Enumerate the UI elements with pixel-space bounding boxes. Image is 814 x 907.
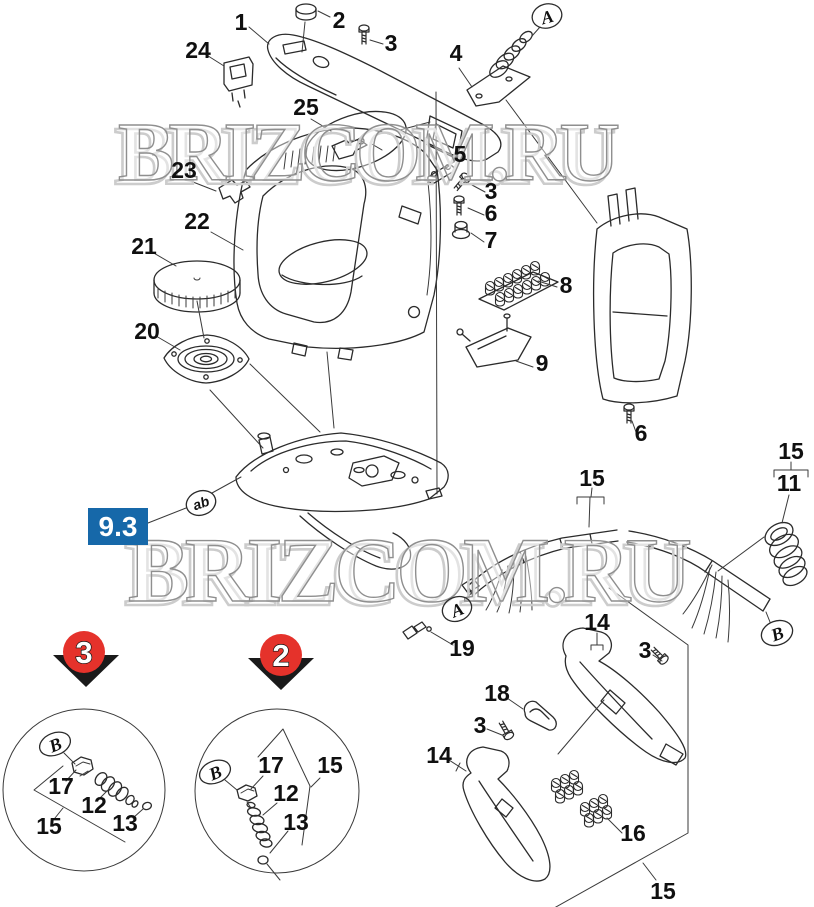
cable-cover-upper-drawing (557, 627, 687, 766)
screw-icon (648, 644, 671, 667)
svg-text:A: A (538, 6, 556, 29)
terminal-blocks-drawing (550, 769, 613, 828)
variant-marker-3: 3 (53, 631, 119, 687)
group-bracket-15 (554, 587, 689, 907)
section-badge-text: 9.3 (99, 511, 138, 542)
part-number-labels: 1 2 3 24 25 4 23 5 3 6 7 22 21 8 9 20 6 … (36, 7, 804, 904)
part-label: 17 (48, 773, 74, 799)
part-label: 1 (235, 9, 248, 35)
part-label: 17 (258, 752, 284, 778)
variant-tag-ab: ab (185, 489, 217, 517)
part-label: 13 (283, 809, 309, 835)
part-label: 2 (333, 7, 346, 33)
detail-circle-1 (2, 708, 166, 872)
part-label: 19 (449, 635, 475, 661)
part-label: 8 (560, 272, 573, 298)
part-label: 13 (112, 810, 138, 836)
mounting-bracket-drawing (456, 313, 532, 368)
part-label: 16 (620, 820, 646, 846)
section-badge: 9.3 (88, 508, 148, 545)
variant-marker-2: 2 (248, 634, 314, 690)
part-label: 12 (273, 780, 299, 806)
part-label: 9 (536, 350, 549, 376)
soleplate-drawing (147, 432, 449, 570)
line-art (2, 3, 809, 907)
svg-text:B: B (767, 622, 786, 645)
part-label: 3 (639, 637, 652, 663)
part-label: 12 (81, 792, 107, 818)
part-label: 3 (474, 712, 487, 738)
detail-circle-2 (194, 708, 360, 881)
cord-connector-drawing (402, 621, 432, 640)
part-label: 14 (426, 742, 452, 768)
screw-icon (496, 718, 516, 742)
part-label: 15 (778, 438, 804, 464)
screw-icon (623, 403, 635, 424)
part-label: 21 (131, 233, 157, 259)
fill-cap-drawing (295, 3, 317, 53)
leader-lines (151, 10, 771, 834)
cord-grip-drawing (466, 26, 541, 107)
part-label: 6 (635, 420, 648, 446)
rear-cover-drawing (592, 187, 692, 404)
link-drawing (427, 163, 455, 184)
part-label: 6 (485, 200, 498, 226)
alignment-lines (209, 91, 598, 495)
switch-drawing (223, 56, 254, 108)
spray-pump-circle-drawing (305, 110, 431, 172)
part-label: 15 (36, 813, 62, 839)
bushing-drawing (451, 220, 471, 240)
group-bracket-cord (576, 461, 809, 528)
part-label: 22 (184, 208, 210, 234)
part-label: 5 (454, 141, 467, 167)
watermark-text-shadow: BRIZCOM.RU (124, 523, 688, 625)
marker-number: 2 (272, 638, 289, 673)
watermark-text-shadow: BRIZCOM.RU (114, 110, 616, 203)
part-label: 3 (485, 178, 498, 204)
gasket-drawing (523, 700, 557, 731)
part-label: 11 (777, 470, 802, 496)
marker-number: 3 (75, 635, 92, 670)
part-label: 24 (185, 37, 211, 63)
callout-b-cord-end: B (760, 619, 794, 647)
part-label: 15 (579, 465, 605, 491)
screw-icon (358, 24, 370, 45)
part-label: 15 (317, 752, 343, 778)
part-label: 4 (450, 40, 463, 66)
handle-cover-drawing (266, 33, 502, 162)
cable-cover-lower-drawing (448, 746, 551, 882)
watermark-text: BRIZCOM.RU (118, 106, 620, 199)
part-label: 15 (650, 878, 676, 904)
part-label: 3 (385, 30, 398, 56)
part-label: 25 (293, 94, 319, 120)
watermark: BRIZCOM.RU BRIZCOM.RU BRIZCOM.RU BRIZCOM… (113, 105, 693, 626)
terminal-block-drawing (478, 260, 559, 311)
part-label: 14 (584, 609, 610, 635)
svg-text:ab: ab (191, 493, 212, 514)
part-label: 20 (134, 318, 160, 344)
cord-spring-drawing (717, 494, 808, 587)
part-label: 18 (484, 680, 510, 706)
power-cord-drawing (461, 529, 771, 643)
dial-knob-drawing (153, 260, 241, 313)
part-label: 23 (171, 157, 197, 183)
housing-shell-drawing (233, 127, 442, 361)
thermostat-plate-drawing (163, 300, 250, 384)
watermark-text: BRIZCOM.RU (128, 519, 692, 621)
callout-a-top: A (531, 3, 563, 29)
callout-b-detail-1: B (38, 731, 72, 757)
part-label: 7 (485, 227, 498, 253)
